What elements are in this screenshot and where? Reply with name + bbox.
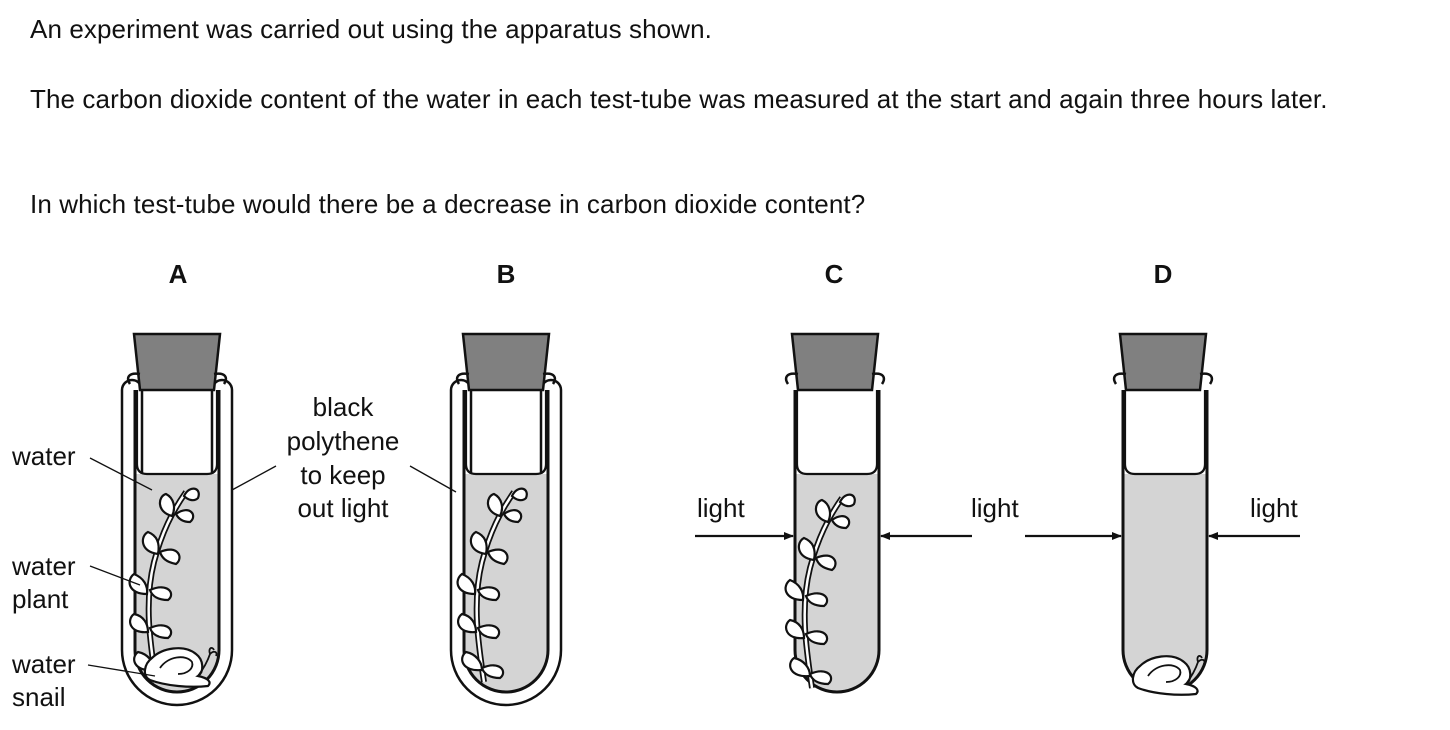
label-polythene-line2: polythene [287,426,400,456]
stopper-d [1118,332,1208,392]
label-light-c-right: light [971,493,1019,523]
test-tube-b [449,332,563,707]
test-tube-c [786,332,886,694]
option-d-label: D [1154,259,1173,289]
label-water-plant-line1: water [11,551,76,581]
question-intro: An experiment was carried out using the … [30,14,712,44]
water-b [464,474,548,692]
label-polythene-line3: to keep [300,460,385,490]
leader-water-plant [89,565,141,586]
label-light-c-left: light [697,493,745,523]
test-tube-d [1112,332,1214,696]
leader-water-snail [87,664,156,677]
leader-polythene-a [231,465,277,491]
stopper-a [132,332,222,392]
label-light-d-right: light [1250,493,1298,523]
label-water-snail-line2: snail [12,682,65,712]
water-a [135,474,219,692]
label-water-snail-line1: water [11,649,76,679]
option-b-label: B [497,259,516,289]
water-d [1123,474,1207,692]
leader-water [89,457,153,491]
stopper-c [790,332,880,392]
question-prompt: In which test-tube would there be a decr… [30,189,866,219]
label-polythene-line1: black [313,392,375,422]
option-c-label: C [825,259,844,289]
label-water-plant-line2: plant [12,584,69,614]
label-water: water [11,441,76,471]
label-polythene-line4: out light [297,493,389,523]
test-tube-a [120,332,234,707]
question-measurement: The carbon dioxide content of the water … [30,84,1328,114]
leader-polythene-b [409,465,457,493]
option-a-label: A [169,259,188,289]
stopper-b [461,332,551,392]
